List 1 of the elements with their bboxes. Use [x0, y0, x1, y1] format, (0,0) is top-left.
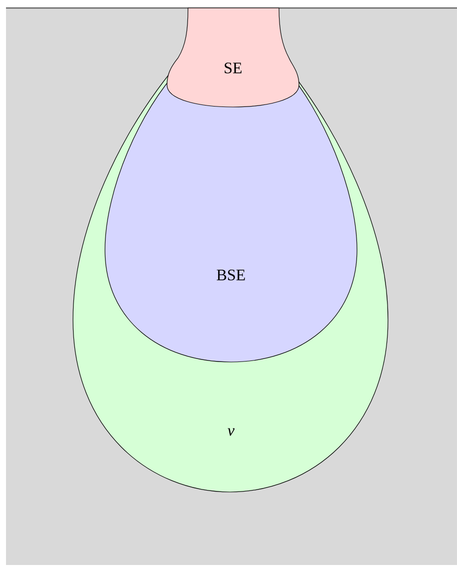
interaction-region: SE	[166, 8, 300, 108]
